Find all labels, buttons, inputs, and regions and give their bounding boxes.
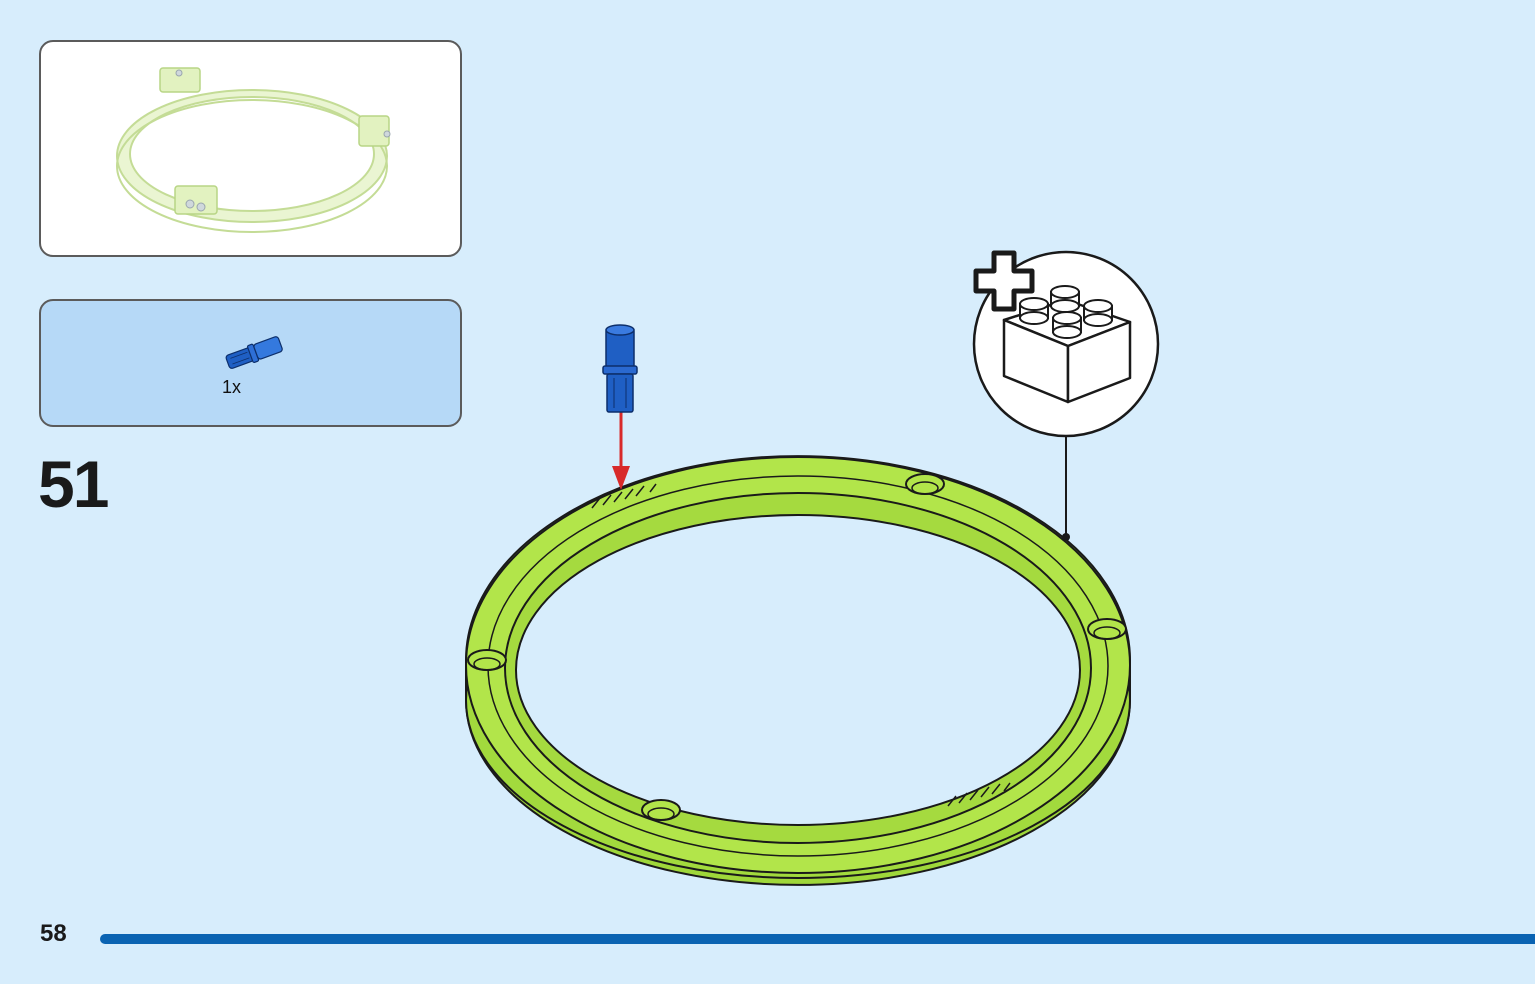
assembly-preview-box: [39, 40, 462, 257]
page-number: 58: [40, 920, 67, 947]
plus-brick-icon: [972, 250, 1160, 438]
callout-leader-dot: [1062, 533, 1070, 541]
step-number: 51: [38, 447, 109, 521]
part-quantity: 1x: [222, 377, 242, 397]
red-arrow-down-icon: [612, 412, 630, 490]
page-progress-bar: [100, 934, 1535, 944]
assembly-preview-image: [116, 67, 391, 233]
blue-axle-pin: [602, 324, 638, 413]
parts-callout: 1x: [39, 299, 462, 427]
green-ring: [465, 455, 1131, 886]
axle-pin-part-icon: [225, 336, 283, 369]
